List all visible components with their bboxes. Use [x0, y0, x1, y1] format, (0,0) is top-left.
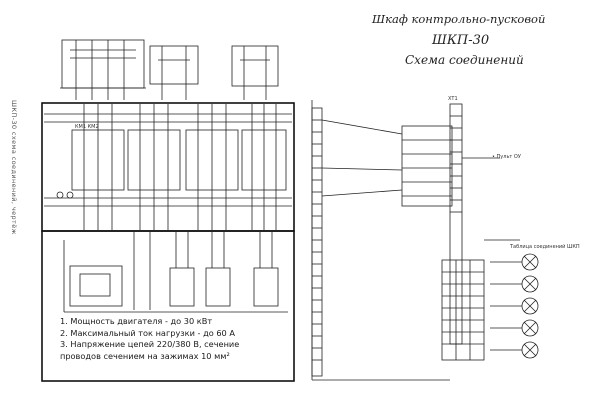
- right-ref-label: • Пульт ОУ: [492, 154, 521, 160]
- breaker-1: [169, 267, 195, 307]
- block-top-label: КМ1 КМ2: [75, 124, 99, 130]
- notes-block: 1. Мощность двигателя - до 30 кВт 2. Мак…: [60, 316, 292, 362]
- breaker-3: [253, 267, 279, 307]
- title-line-3: Схема соединений: [405, 53, 524, 67]
- top-box-1: [61, 39, 145, 89]
- table-title-label: Таблица соединений ШКП: [510, 244, 580, 250]
- relay-block: [401, 125, 453, 207]
- note-line: 2. Максимальный ток нагрузки - до 60 А: [60, 327, 235, 338]
- block-right-label: ХТ1: [448, 96, 458, 102]
- note-line: 3. Напряжение цепей 220/380 В, сечение: [60, 339, 240, 349]
- top-box-2: [149, 45, 199, 85]
- bottom-frame: [41, 230, 295, 382]
- top-box-3: [231, 45, 279, 87]
- side-caption: ШКП-30 схема соединений, чертёж: [10, 100, 18, 235]
- motor-block: [69, 265, 123, 307]
- note-line: 1. Мощность двигателя - до 30 кВт: [60, 316, 213, 326]
- title-line-2: ШКП-30: [432, 33, 490, 48]
- breaker-2: [205, 267, 231, 307]
- title-line-1: Шкаф контрольно-пусковой: [372, 12, 546, 26]
- terminal-strip-left: [311, 107, 323, 377]
- terminal-table: [441, 259, 485, 361]
- note-line: проводов сечением на зажимах 10 мм²: [60, 350, 230, 361]
